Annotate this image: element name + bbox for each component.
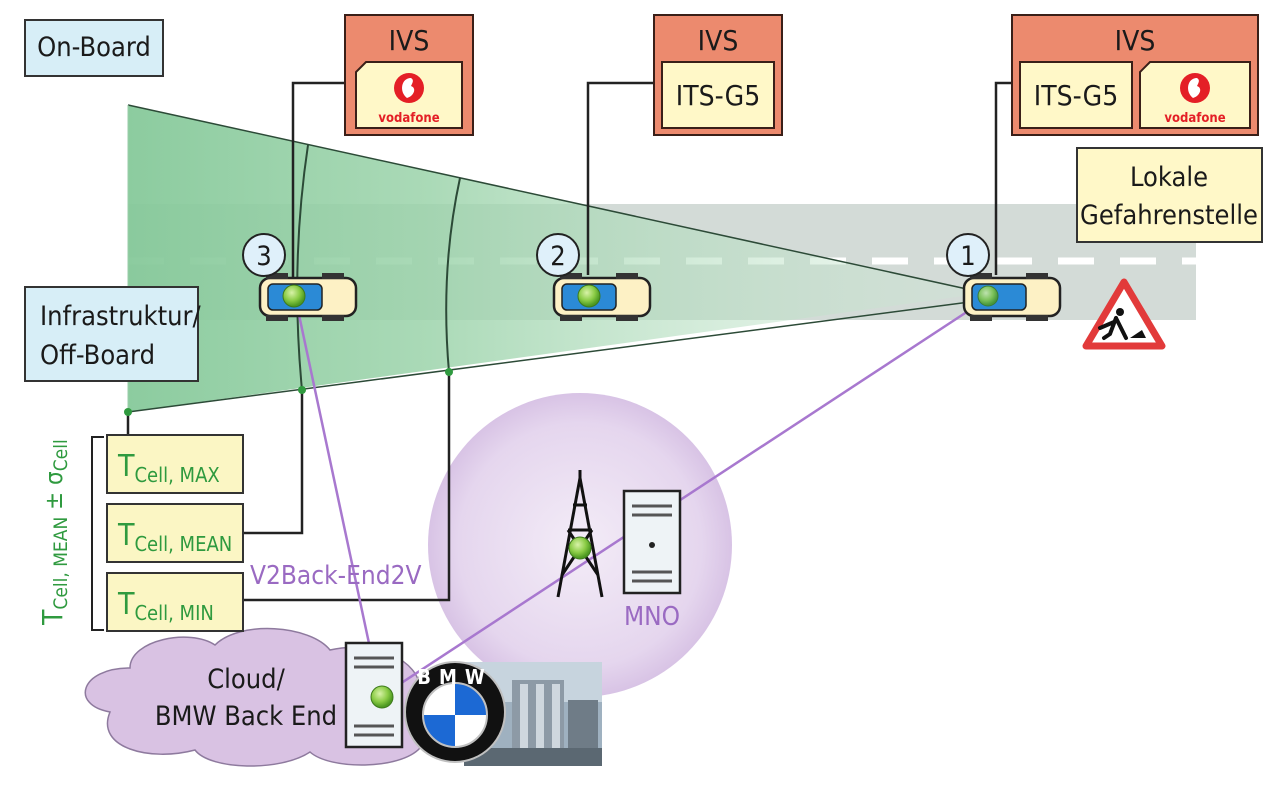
svg-text:vodafone: vodafone	[378, 111, 439, 126]
svg-text:TCell, MEAN: TCell, MEAN	[117, 518, 232, 556]
ivs-box-1: IVS vodafone	[344, 14, 474, 136]
v2backend-label: V2Back-End2V	[250, 561, 421, 591]
svg-text:Off-Board: Off-Board	[40, 340, 155, 371]
car-icon	[258, 273, 358, 321]
v2backend-links	[293, 295, 986, 699]
bmw-logo-icon: BMW	[404, 661, 506, 763]
svg-text:Infrastruktur/: Infrastruktur/	[40, 301, 201, 332]
svg-text:3: 3	[256, 241, 271, 272]
vehicle-1: 1	[946, 233, 1062, 321]
svg-text:1: 1	[960, 241, 975, 272]
mno-label: MNO	[624, 602, 680, 632]
vehicle-number-badge: 2	[536, 233, 580, 277]
ivs-title: IVS	[698, 24, 739, 57]
vehicle-2: 2	[536, 233, 652, 321]
its-g5-label: ITS-G5	[676, 79, 760, 112]
connector-lines	[91, 81, 1012, 631]
junction-dots	[124, 368, 453, 416]
ivs-box-3: IVS ITS-G5 vodafone	[1011, 14, 1259, 136]
tower-node	[568, 536, 592, 560]
svg-text:TCell, MIN: TCell, MIN	[117, 587, 214, 625]
cloud-label-line2: BMW Back End	[155, 701, 337, 732]
infrastruktur-label: Infrastruktur/ Off-Board	[24, 286, 201, 382]
vodafone-logo-icon: vodafone	[378, 73, 440, 126]
car-icon	[552, 273, 652, 321]
vehicle-number-badge: 1	[946, 233, 990, 277]
roadwork-warning-icon	[1082, 278, 1166, 350]
lokale-gefahrenstelle-label: Lokale Gefahrenstelle	[1076, 147, 1263, 243]
svg-text:BMW: BMW	[417, 665, 492, 689]
backend-node	[370, 685, 394, 709]
car-icon	[962, 273, 1062, 321]
tcell-min-box: TCell, MIN	[106, 572, 244, 632]
cloud-label-line1: Cloud/	[207, 664, 285, 695]
svg-text:Gefahrenstelle: Gefahrenstelle	[1080, 200, 1258, 231]
server-icon	[622, 489, 682, 595]
svg-text:On-Board: On-Board	[37, 32, 151, 63]
ivs-title: IVS	[1115, 24, 1156, 57]
vehicle-number-badge: 3	[242, 233, 286, 277]
on-board-label: On-Board	[24, 19, 164, 77]
svg-text:TCell, MAX: TCell, MAX	[117, 449, 220, 487]
ivs-box-2: IVS ITS-G5	[653, 14, 783, 136]
vodafone-logo-icon: vodafone	[1164, 73, 1226, 126]
its-g5-label: ITS-G5	[1034, 79, 1118, 112]
tcell-max-box: TCell, MAX	[106, 434, 244, 494]
svg-text:2: 2	[550, 241, 565, 272]
ivs-title: IVS	[389, 24, 430, 57]
svg-text:vodafone: vodafone	[1164, 111, 1225, 126]
vehicle-3: 3	[242, 233, 358, 321]
tcell-mean-sigma-label: TCell, MEAN ± σCell	[36, 439, 72, 626]
svg-text:Lokale: Lokale	[1130, 162, 1208, 193]
tcell-mean-box: TCell, MEAN	[106, 503, 244, 563]
